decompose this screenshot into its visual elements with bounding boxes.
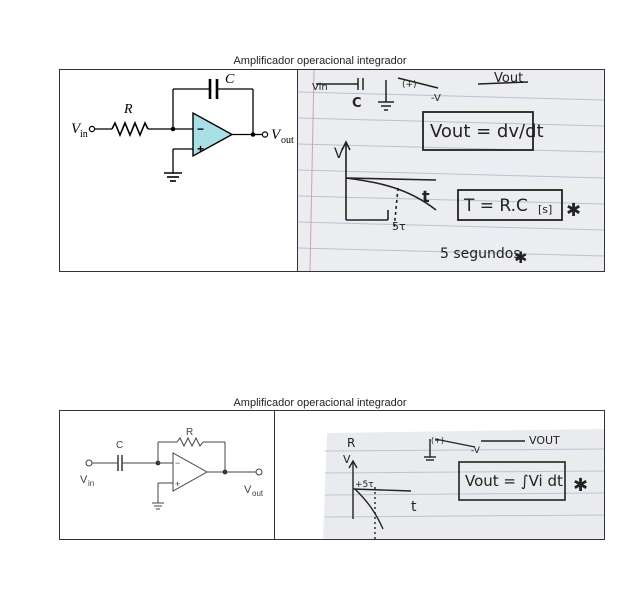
note2-formula: Vout = ∫Vi dt (465, 472, 563, 490)
vout-subscript: out (281, 135, 294, 146)
vin-terminal-2 (85, 459, 93, 467)
note-axis-t: t (422, 187, 430, 206)
vout-label-2: V (244, 484, 252, 496)
note2-plus: (+) (431, 436, 444, 445)
note2-axis-v: V (343, 453, 351, 466)
vin-label: V (71, 121, 82, 137)
section1-divider (297, 70, 298, 271)
vout-label: V (271, 127, 282, 143)
vin-subscript: in (80, 129, 88, 140)
vin-subscript-2: in (88, 479, 94, 488)
opamp-plus-sign-2: + (175, 479, 180, 489)
ground-symbol (164, 172, 182, 182)
note-formula-box (422, 111, 534, 151)
note-vin: Vin (312, 82, 328, 93)
note-tau-box (457, 189, 563, 221)
note-vout-top: Vout (494, 71, 523, 86)
section1-title: Amplificador operacional integrador (233, 55, 407, 67)
opamp-plus-sign: + (197, 142, 204, 156)
note-minus-v: -V (431, 93, 441, 104)
note2-asterisk: ✱ (573, 475, 588, 496)
opamp-triangle (192, 111, 234, 158)
note-asterisk-1: ✱ (566, 200, 581, 221)
opamp-minus-sign-2: − (175, 458, 180, 468)
note2-minus-v: -V (471, 446, 481, 456)
note2-axis-r: R (347, 436, 355, 450)
vout-terminal-2 (255, 468, 263, 476)
note2-vout-top: VOUT (529, 434, 560, 447)
note-axis-v: V (334, 146, 344, 162)
section2-notes-photo: (+) -V VOUT Vout = ∫Vi dt ✱ R V +5τ t (275, 411, 604, 539)
vin-terminal (88, 125, 96, 133)
note-c: C (352, 96, 362, 111)
vin-label-2: V (80, 474, 88, 486)
section2-circuit-panel: V in C R V out − + (60, 411, 274, 539)
section2-title: Amplificador operacional integrador (233, 397, 407, 409)
section2-figure-box: V in C R V out − + (59, 410, 605, 540)
c-label: C (225, 72, 235, 87)
note-formula: Vout = dv/dt (430, 121, 544, 142)
note-plus: (+) (402, 80, 417, 90)
integrator-circuit-diagram: V in R C V out − + (71, 72, 294, 182)
section1-notes-photo: Vin C (+) -V Vout Vout = dv/dt V t 5τ (298, 70, 604, 271)
r-label-2: R (186, 427, 193, 438)
note2-tau: +5τ (355, 480, 374, 490)
vout-subscript-2: out (252, 489, 264, 498)
note-graph (341, 140, 437, 231)
note2-axis-t: t (411, 499, 417, 515)
note-seconds: 5 segundos (440, 246, 521, 262)
vout-terminal (261, 131, 269, 138)
handwritten-notes-image: Vin C (+) -V Vout Vout = dv/dt V t 5τ (298, 70, 604, 271)
section2-divider (274, 411, 275, 539)
ground-symbol-2 (152, 502, 164, 510)
note-unit: [s] (538, 203, 552, 216)
note-tau: 5τ (392, 220, 406, 233)
note2-formula-box (458, 461, 566, 501)
c-label-2: C (116, 440, 123, 451)
note-tau-formula: T = R.C (463, 196, 528, 216)
r-label: R (123, 102, 133, 117)
integrator-circuit-diagram-2: V in C R V out − + (80, 427, 264, 510)
note-asterisk-2: ✱ (514, 248, 527, 267)
section1-circuit-panel: V in R C V out − + (60, 70, 297, 271)
section1-figure-box: V in R C V out − + (59, 69, 605, 272)
handwritten-notes-image-2: (+) -V VOUT Vout = ∫Vi dt ✱ R V +5τ t (275, 411, 604, 539)
opamp-triangle-2 (172, 452, 209, 492)
opamp-minus-sign: − (197, 122, 204, 136)
resistor-r (111, 120, 149, 138)
note2-graph (348, 459, 412, 539)
resistor-r-2 (176, 436, 204, 448)
